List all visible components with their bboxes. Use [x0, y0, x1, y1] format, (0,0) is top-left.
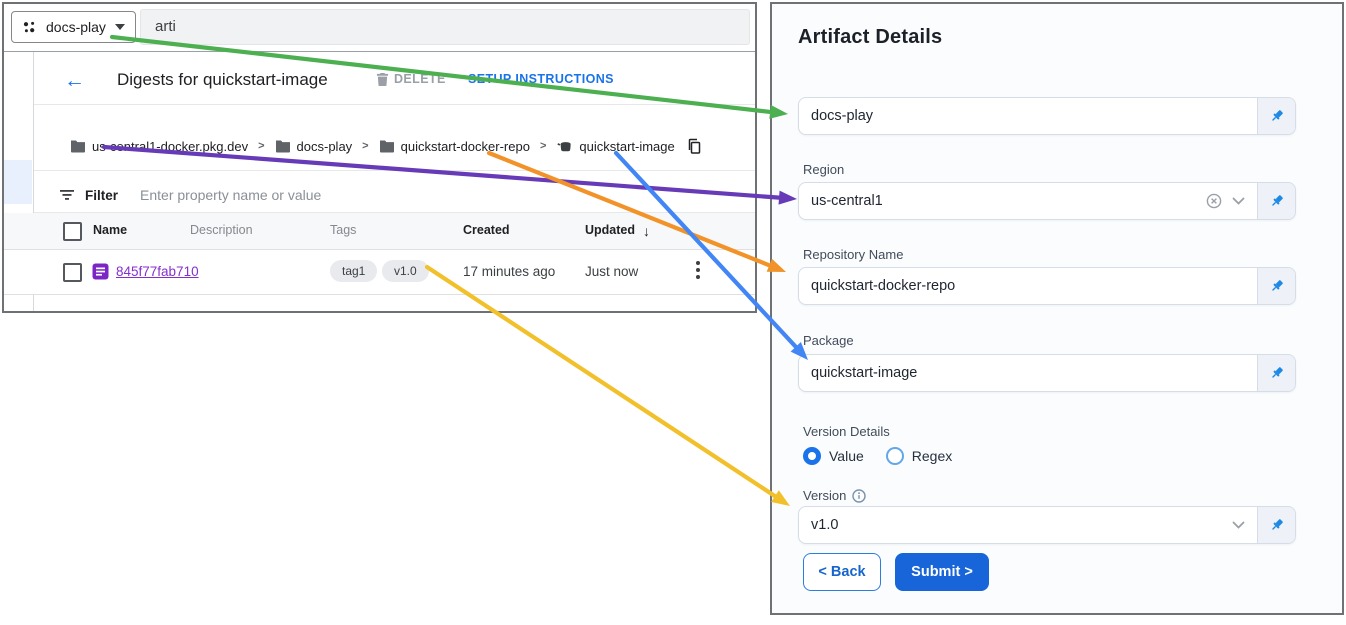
- package-label: Package: [803, 333, 854, 348]
- project-field[interactable]: docs-play: [798, 97, 1296, 135]
- breadcrumb-separator: >: [362, 140, 369, 152]
- pin-button[interactable]: [1257, 98, 1295, 134]
- column-header-tags: Tags: [330, 223, 357, 237]
- version-field-value: v1.0: [811, 517, 839, 533]
- folder-icon: [70, 139, 86, 153]
- breadcrumb: us-central1-docker.pkg.dev > docs-play >…: [70, 134, 702, 158]
- repository-field-value: quickstart-docker-repo: [811, 278, 956, 294]
- setup-instructions-label: SETUP INSTRUCTIONS: [468, 72, 614, 86]
- pin-button[interactable]: [1257, 268, 1295, 304]
- table-header-row: Name Description Tags Created Updated ↓: [4, 213, 755, 250]
- page-header: ← Digests for quickstart-image: [64, 64, 328, 96]
- repository-label: Repository Name: [803, 247, 904, 262]
- search-input[interactable]: [140, 9, 750, 45]
- trash-icon: [376, 72, 389, 86]
- project-field-value: docs-play: [811, 108, 874, 124]
- project-selector-label: docs-play: [46, 19, 106, 35]
- pin-icon: [1269, 108, 1285, 124]
- digest-icon: [92, 263, 109, 280]
- region-label: Region: [803, 162, 845, 177]
- row-checkbox[interactable]: [63, 263, 82, 282]
- divider: [34, 104, 755, 105]
- back-button[interactable]: < Back: [803, 553, 881, 591]
- submit-button[interactable]: Submit >: [895, 553, 989, 591]
- delete-button[interactable]: DELETE: [376, 72, 446, 86]
- breadcrumb-separator: >: [258, 140, 265, 152]
- radio-option-regex[interactable]: Regex: [885, 447, 953, 465]
- column-header-updated[interactable]: Updated: [585, 223, 635, 237]
- column-header-name[interactable]: Name: [93, 223, 128, 237]
- filter-label: Filter: [85, 187, 119, 203]
- sort-desc-icon[interactable]: ↓: [643, 223, 650, 239]
- clear-icon[interactable]: [1206, 193, 1222, 209]
- version-details-options: Value Regex: [803, 447, 952, 465]
- filter-icon: [60, 189, 75, 201]
- row-overflow-menu[interactable]: [696, 261, 700, 279]
- filter-bar[interactable]: Filter: [60, 180, 543, 210]
- pin-button[interactable]: [1257, 507, 1295, 543]
- pin-icon: [1269, 278, 1285, 294]
- pin-button[interactable]: [1257, 183, 1295, 219]
- console-topbar: docs-play: [4, 4, 755, 52]
- digest-link[interactable]: 845f77fab710: [116, 264, 199, 279]
- breadcrumb-item-image[interactable]: quickstart-image: [556, 138, 675, 154]
- version-field[interactable]: v1.0: [798, 506, 1296, 544]
- breadcrumb-item-registry[interactable]: us-central1-docker.pkg.dev: [70, 139, 248, 154]
- radio-option-regex-label: Regex: [911, 448, 953, 464]
- delete-button-label: DELETE: [394, 72, 446, 86]
- artifact-details-panel: Artifact Details docs-play: [770, 2, 1344, 615]
- tag-pill[interactable]: v1.0: [382, 260, 429, 282]
- version-label: Version: [803, 488, 847, 503]
- table-row: 845f77fab710 tag1 v1.0 17 minutes ago Ju…: [4, 250, 755, 295]
- back-button-label: < Back: [818, 564, 866, 580]
- pin-button[interactable]: [1257, 355, 1295, 391]
- version-label-row: Version: [803, 488, 867, 503]
- breadcrumb-separator: >: [539, 140, 547, 152]
- pin-icon: [1269, 193, 1285, 209]
- chevron-down-icon[interactable]: [1232, 521, 1245, 530]
- sidebar-active-indicator: [4, 160, 32, 204]
- divider: [34, 170, 755, 171]
- container-image-icon: [556, 138, 573, 154]
- package-field-value: quickstart-image: [811, 365, 918, 381]
- setup-instructions-link[interactable]: SETUP INSTRUCTIONS: [468, 72, 614, 86]
- radio-unselected-icon: [885, 447, 904, 465]
- select-all-checkbox[interactable]: [63, 222, 82, 241]
- folder-icon: [275, 139, 291, 153]
- cell-created: 17 minutes ago: [463, 264, 556, 279]
- divider: [34, 212, 755, 213]
- tag-pill[interactable]: tag1: [330, 260, 378, 282]
- region-field-value: us-central1: [811, 193, 883, 209]
- breadcrumb-item-project[interactable]: docs-play: [275, 139, 352, 154]
- info-icon[interactable]: [852, 488, 867, 503]
- cell-updated: Just now: [585, 264, 639, 279]
- back-arrow-icon[interactable]: ←: [64, 68, 85, 92]
- panel-title: Artifact Details: [798, 26, 943, 48]
- page-title: Digests for quickstart-image: [117, 70, 328, 89]
- radio-option-value-label: Value: [829, 448, 864, 464]
- version-details-label: Version Details: [803, 424, 890, 439]
- filter-input[interactable]: [138, 186, 543, 204]
- submit-button-label: Submit >: [911, 564, 973, 580]
- radio-option-value[interactable]: Value: [803, 447, 864, 465]
- folder-icon: [379, 139, 395, 153]
- breadcrumb-item-repository[interactable]: quickstart-docker-repo: [379, 139, 530, 154]
- project-selector[interactable]: docs-play: [11, 11, 136, 43]
- project-grid-icon: [22, 20, 37, 35]
- chevron-down-icon: [114, 24, 125, 30]
- console-screenshot: docs-play ← Digests for quickstart-image…: [2, 2, 757, 313]
- chevron-down-icon[interactable]: [1232, 197, 1245, 206]
- pin-icon: [1269, 365, 1285, 381]
- package-field[interactable]: quickstart-image: [798, 354, 1296, 392]
- column-header-description: Description: [190, 223, 253, 237]
- copy-icon[interactable]: [687, 138, 702, 155]
- pin-icon: [1269, 517, 1285, 533]
- radio-selected-icon: [803, 447, 821, 465]
- region-field[interactable]: us-central1: [798, 182, 1296, 220]
- repository-field[interactable]: quickstart-docker-repo: [798, 267, 1296, 305]
- column-header-created[interactable]: Created: [463, 223, 510, 237]
